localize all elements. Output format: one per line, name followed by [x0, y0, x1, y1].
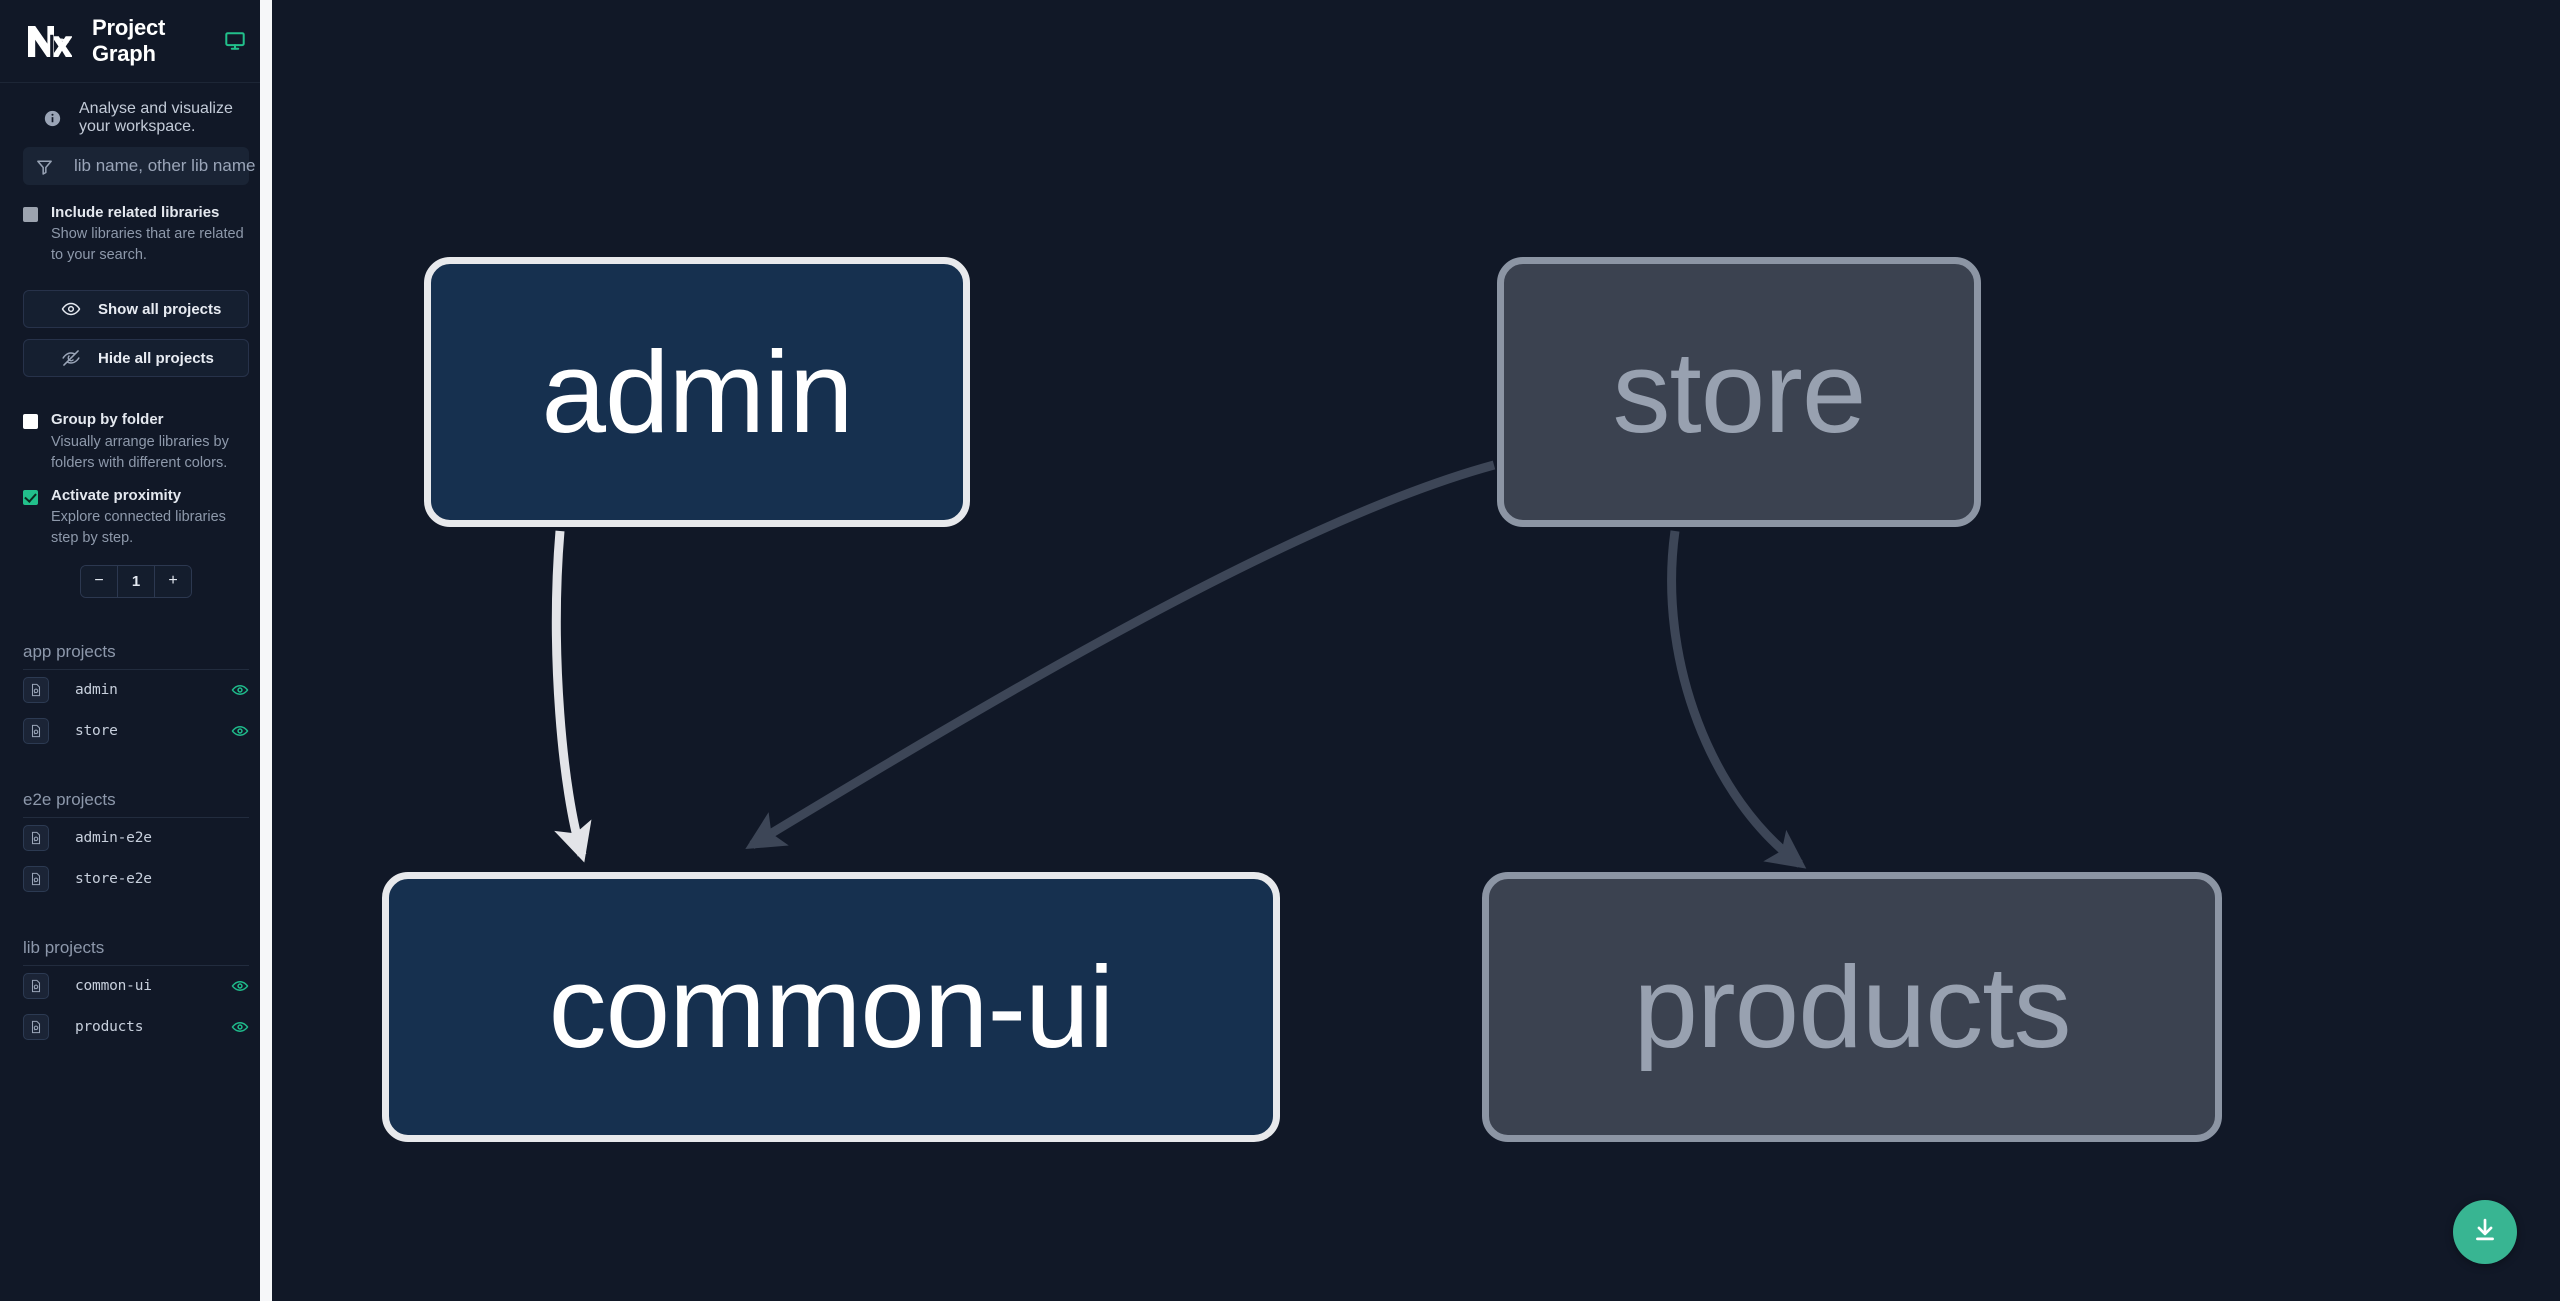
eye-off-icon [61, 348, 81, 368]
option-subtitle: Explore connected libraries step by step… [51, 508, 226, 546]
eye-icon[interactable] [231, 681, 249, 699]
proximity-stepper-wrap: − 1 + [0, 549, 272, 598]
project-group-app-projects: app projects admin [0, 642, 272, 752]
option-group-by-folder[interactable]: Group by folder Visually arrange librari… [0, 388, 272, 473]
visibility-buttons: Show all projects Hide all projects [0, 266, 272, 388]
filter-icon [35, 157, 54, 176]
nx-logo [26, 23, 73, 59]
eye-icon [61, 299, 81, 319]
sidebar-header: Project Graph [0, 0, 272, 83]
option-title: Activate proximity [51, 486, 182, 504]
group-heading: lib projects [23, 938, 249, 966]
project-name: common-ui [75, 978, 152, 995]
graph-canvas[interactable]: admin store common-ui products [272, 0, 2560, 1301]
checkbox-include-related-libraries[interactable] [23, 207, 38, 222]
search-section [0, 133, 272, 185]
option-subtitle: Visually arrange libraries by folders wi… [51, 433, 229, 471]
tagline-text: Analyse and visualize your workspace. [79, 100, 233, 135]
graph-node-label: store [1612, 327, 1867, 457]
graph-node-label: admin [541, 327, 854, 457]
project-name: admin-e2e [75, 830, 152, 847]
project-file-icon [23, 866, 49, 893]
download-icon [2471, 1216, 2499, 1249]
option-include-related-libraries[interactable]: Include related libraries Show libraries… [0, 185, 272, 266]
eye-icon[interactable] [231, 977, 249, 995]
project-file-icon [23, 973, 49, 1000]
option-title: Group by folder [51, 411, 164, 429]
hide-all-projects-label: Hide all projects [98, 349, 214, 367]
graph-node-label: products [1633, 942, 2072, 1072]
download-graph-button[interactable] [2453, 1200, 2517, 1264]
project-name: admin [75, 682, 118, 699]
checkbox-group-by-folder[interactable] [23, 414, 38, 430]
graph-node-products[interactable]: products [1482, 872, 2222, 1142]
checkbox-activate-proximity[interactable] [23, 489, 38, 505]
search-box[interactable] [23, 147, 272, 185]
graph-node-store[interactable]: store [1497, 257, 1981, 527]
sidebar-scroll-area: Project Graph [0, 0, 272, 1301]
sidebar-spacer [0, 1048, 272, 1301]
edge-store-to-common-ui [745, 460, 1496, 850]
stepper-increment-button[interactable]: + [155, 565, 191, 597]
project-file-icon [23, 825, 49, 852]
tagline: Analyse and visualize your workspace. [0, 83, 272, 135]
option-activate-proximity[interactable]: Activate proximity Explore connected lib… [0, 474, 272, 549]
group-heading: e2e projects [23, 790, 249, 818]
graph-edges [551, 460, 1807, 869]
project-name: store-e2e [75, 871, 152, 888]
project-row-products[interactable]: products [23, 1007, 249, 1048]
eye-icon[interactable] [231, 1018, 249, 1036]
project-file-icon [23, 1014, 49, 1041]
project-row-admin-e2e[interactable]: admin-e2e [23, 818, 249, 859]
page-title: Project Graph [92, 15, 166, 66]
sidebar-scrollbar[interactable] [260, 0, 272, 1301]
project-row-common-ui[interactable]: common-ui [23, 966, 249, 1007]
proximity-stepper: − 1 + [80, 564, 192, 598]
project-group-e2e-projects: e2e projects admin-e2e stor [0, 790, 272, 900]
project-name: products [75, 1019, 144, 1036]
project-name: store [75, 723, 118, 740]
graph-node-common-ui[interactable]: common-ui [382, 872, 1280, 1142]
eye-icon[interactable] [231, 722, 249, 740]
project-file-icon [23, 718, 49, 745]
show-all-projects-button[interactable]: Show all projects [23, 290, 249, 329]
edge-admin-to-common-ui [551, 530, 592, 863]
stepper-decrement-button[interactable]: − [81, 565, 117, 597]
monitor-icon[interactable] [224, 30, 246, 52]
project-group-lib-projects: lib projects common-ui [0, 938, 272, 1048]
option-subtitle: Show libraries that are related to your … [51, 226, 244, 264]
option-title: Include related libraries [51, 204, 220, 221]
graph-node-admin[interactable]: admin [424, 257, 970, 527]
project-row-admin[interactable]: admin [23, 670, 249, 711]
sidebar: Project Graph [0, 0, 272, 1301]
info-icon [44, 110, 61, 127]
project-file-icon [23, 677, 49, 704]
project-row-store[interactable]: store [23, 711, 249, 752]
project-row-store-e2e[interactable]: store-e2e [23, 859, 249, 900]
search-input[interactable] [54, 147, 272, 185]
group-heading: app projects [23, 642, 249, 670]
stepper-value: 1 [117, 565, 155, 597]
edge-store-to-products [1667, 530, 1807, 869]
hide-all-projects-button[interactable]: Hide all projects [23, 339, 249, 378]
show-all-projects-label: Show all projects [98, 300, 222, 318]
graph-node-label: common-ui [548, 942, 1115, 1072]
